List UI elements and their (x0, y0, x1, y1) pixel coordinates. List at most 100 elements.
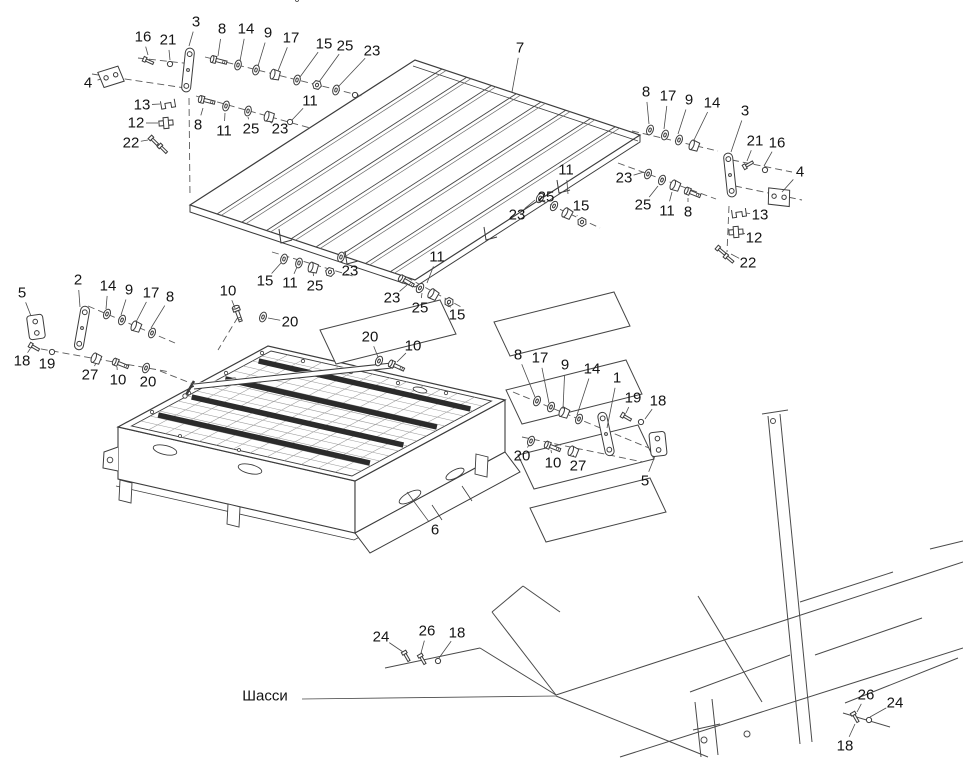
callout-25: 25 (337, 38, 354, 55)
leader-line (781, 179, 794, 193)
callout-8: 8 (194, 117, 202, 134)
callout-12: 12 (746, 230, 763, 247)
corrugated-panel (188, 59, 642, 288)
part-pin-glyph (637, 418, 645, 426)
callout-23: 23 (364, 43, 381, 60)
chute (354, 451, 521, 554)
part-pin-glyph (351, 91, 359, 99)
foot (118, 479, 133, 504)
callout-18: 18 (837, 738, 854, 755)
callout-6: 6 (431, 522, 439, 539)
leader-line (572, 454, 575, 458)
callout-chassis-label: Шасси (242, 688, 287, 705)
callout-8: 8 (514, 347, 522, 364)
leader-line (848, 723, 856, 738)
leader-line (606, 387, 616, 429)
callout-18: 18 (650, 393, 667, 410)
callout-22: 22 (123, 135, 140, 152)
leader-line (746, 150, 752, 162)
foot (474, 453, 489, 478)
leader-line (646, 101, 650, 125)
leader-line (150, 305, 166, 329)
callout-17: 17 (660, 88, 677, 105)
callout-23: 23 (384, 290, 401, 307)
part-plate5-glyph (648, 430, 668, 458)
leader-line (648, 455, 656, 472)
callout-25: 25 (635, 197, 652, 214)
panel-mount-tabs (278, 179, 571, 265)
leader-line (217, 38, 221, 57)
leader-line (373, 346, 379, 358)
grate-assembly (102, 0, 521, 554)
leader-line (396, 352, 407, 363)
callout-8: 8 (166, 289, 174, 306)
callout-25: 25 (538, 189, 555, 206)
axis-line (188, 97, 191, 198)
wall-slots (152, 377, 465, 505)
callout-15: 15 (573, 198, 590, 215)
part-pin-glyph (166, 60, 174, 68)
part-pin-glyph (865, 716, 873, 724)
leader-line (420, 640, 425, 654)
frame-bolt-holes (149, 0, 449, 452)
callout-14: 14 (100, 278, 117, 295)
callout-22: 22 (740, 255, 757, 272)
callout-4: 4 (796, 164, 804, 181)
axis-line (137, 57, 193, 65)
axis-line (631, 130, 719, 152)
callout-17: 17 (143, 285, 160, 302)
callout-9: 9 (561, 357, 569, 374)
leader-line (247, 116, 249, 120)
axis-line (726, 205, 730, 253)
callout-11: 11 (429, 249, 445, 266)
grate-dark-bar (191, 394, 404, 448)
callout-10: 10 (545, 455, 562, 472)
callout-3: 3 (192, 14, 200, 31)
leader-line (318, 53, 340, 83)
skid-plate (493, 291, 631, 357)
leader-line (97, 78, 102, 81)
leader-line (438, 640, 452, 659)
callout-23: 23 (272, 121, 289, 138)
leader-line (340, 260, 344, 264)
callout-16: 16 (135, 29, 152, 46)
grate-dark-bar (157, 412, 371, 466)
axis-line (217, 316, 239, 351)
part-pin-glyph (761, 166, 769, 174)
callout-11: 11 (282, 275, 298, 292)
callout-21: 21 (747, 133, 764, 150)
panel-ribs (216, 68, 620, 274)
leader-line (730, 253, 740, 259)
leader-line (648, 185, 659, 198)
leader-line (446, 302, 451, 308)
part-pin-glyph (434, 657, 442, 665)
leader-line (663, 105, 668, 130)
grate-mesh (140, 354, 483, 473)
axis-line (159, 370, 194, 385)
leader-line (389, 642, 404, 653)
callout-20: 20 (140, 374, 157, 391)
callout-8: 8 (642, 84, 650, 101)
callout-4: 4 (84, 75, 92, 92)
leader-line (730, 120, 743, 153)
leader-line (299, 51, 319, 78)
callout-14: 14 (238, 21, 255, 38)
leader-line (168, 49, 171, 61)
callout-2: 2 (74, 272, 82, 289)
callout-23: 23 (509, 207, 526, 224)
leader-line (644, 408, 653, 420)
leader-line (406, 491, 430, 523)
leader-line (140, 139, 149, 142)
callout-9: 9 (125, 282, 133, 299)
leader-line (521, 364, 536, 398)
callout-20: 20 (514, 448, 531, 465)
callout-15: 15 (316, 36, 333, 53)
leader-line (576, 378, 590, 416)
leader-line (145, 46, 149, 56)
leader-line (677, 109, 687, 135)
callout-15: 15 (257, 273, 274, 290)
leader-line (856, 703, 862, 713)
callout-9: 9 (264, 25, 272, 42)
